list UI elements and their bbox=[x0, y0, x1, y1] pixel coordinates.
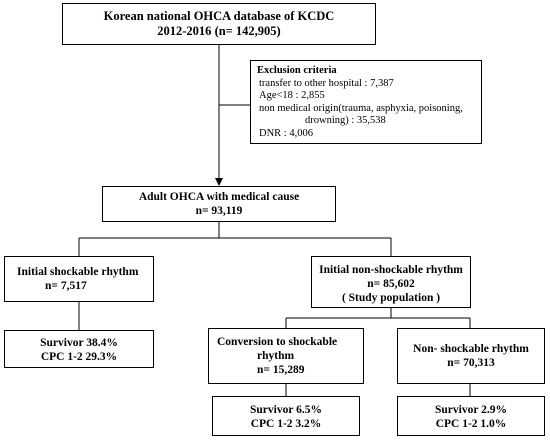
cpc-rate: CPC 1-2 29.3% bbox=[40, 351, 118, 363]
shockable-n: n= 7,517 bbox=[45, 280, 87, 292]
conversion-n: n= 15,289 bbox=[257, 364, 305, 376]
exclusion-title: Exclusion criteria bbox=[257, 65, 337, 76]
cpc-rate: CPC 1-2 1.0% bbox=[435, 418, 507, 430]
nonshock-rhythm-box: Non- shockable rhythm n= 70,313 bbox=[397, 328, 545, 384]
nonshockable-title: Initial non-shockable rhythm bbox=[319, 264, 463, 276]
exclusion-item: Age<18 : 2,855 bbox=[259, 90, 325, 101]
nonshockable-n: n= 85,602 bbox=[367, 278, 415, 290]
exclusion-box: Exclusion criteria transfer to other hos… bbox=[250, 60, 482, 144]
nonshock-outcome-box: Survivor 2.9% CPC 1-2 1.0% bbox=[397, 396, 545, 436]
shockable-outcome-box: Survivor 38.4% CPC 1-2 29.3% bbox=[4, 330, 154, 368]
database-years: 2012-2016 bbox=[157, 24, 212, 38]
shockable-box: Initial shockable rhythm n= 7,517 bbox=[4, 256, 154, 302]
adult-ohca-title: Adult OHCA with medical cause bbox=[138, 191, 300, 203]
survivor-rate: Survivor 2.9% bbox=[435, 404, 507, 416]
nonshockable-box: Initial non-shockable rhythm n= 85,602 (… bbox=[311, 256, 471, 308]
database-title: Korean national OHCA database of KCDC bbox=[103, 9, 335, 23]
cpc-rate: CPC 1-2 3.2% bbox=[250, 418, 322, 430]
conversion-box: Conversion to shockable rhythm n= 15,289 bbox=[208, 328, 364, 384]
nonshock-rhythm-n: n= 70,313 bbox=[447, 357, 495, 369]
arrowhead bbox=[215, 178, 223, 186]
database-n: (n= 142,905) bbox=[214, 24, 281, 38]
adult-ohca-box: Adult OHCA with medical cause n= 93,119 bbox=[102, 186, 336, 222]
exclusion-item: non medical origin(trauma, asphyxia, poi… bbox=[259, 102, 463, 114]
survivor-rate: Survivor 38.4% bbox=[40, 337, 118, 349]
database-box: Korean national OHCA database of KCDC 20… bbox=[62, 3, 376, 45]
database-range: 2012-2016 (n= 142,905) bbox=[63, 24, 375, 39]
conversion-outcome-box: Survivor 6.5% CPC 1-2 3.2% bbox=[212, 396, 360, 436]
exclusion-item: transfer to other hospital : 7,387 bbox=[259, 77, 394, 89]
conversion-title: Conversion to shockable bbox=[217, 336, 338, 348]
exclusion-item: drowning) : 35,538 bbox=[305, 115, 386, 126]
adult-ohca-n: n= 93,119 bbox=[195, 205, 243, 217]
shockable-title: Initial shockable rhythm bbox=[17, 266, 139, 278]
conversion-title-line2: rhythm bbox=[257, 350, 295, 362]
exclusion-item: DNR : 4,006 bbox=[259, 127, 313, 139]
survivor-rate: Survivor 6.5% bbox=[250, 404, 322, 416]
study-population-note: ( Study population ) bbox=[341, 292, 441, 304]
nonshock-rhythm-title: Non- shockable rhythm bbox=[413, 343, 529, 355]
